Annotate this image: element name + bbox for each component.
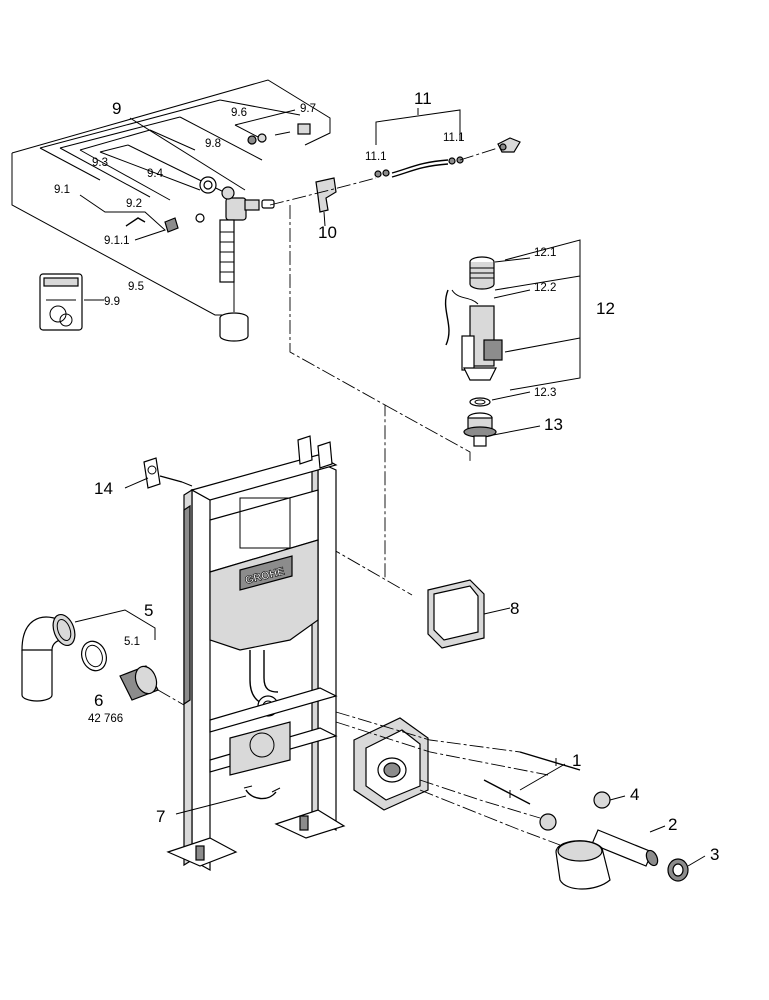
label-9: 9 bbox=[112, 99, 121, 118]
part-5-1-seal bbox=[81, 640, 107, 672]
part-4-caps bbox=[539, 791, 611, 831]
label-11-1-right: 11.1 bbox=[443, 132, 465, 144]
label-9-5: 9.5 bbox=[128, 281, 144, 293]
label-9-7: 9.7 bbox=[300, 103, 316, 115]
part-1-threaded-rods bbox=[483, 751, 581, 805]
pan-connector-block bbox=[353, 717, 429, 811]
part-3-seal bbox=[667, 858, 689, 882]
label-6: 6 bbox=[94, 691, 103, 710]
part-14-wall-bracket bbox=[143, 457, 193, 489]
label-5-1: 5.1 bbox=[124, 636, 140, 648]
label-8: 8 bbox=[510, 599, 519, 618]
pan-connector-sleeve bbox=[555, 840, 611, 890]
label-9-2: 9.2 bbox=[126, 198, 142, 210]
label-9-9: 9.9 bbox=[104, 296, 120, 308]
callout-labels: 9 9.7 9.6 9.8 9.3 9.4 9.1 9.2 9.1.1 9.5 … bbox=[54, 89, 719, 864]
label-5: 5 bbox=[144, 601, 153, 620]
label-6-code: 42 766 bbox=[88, 713, 123, 725]
label-9-1-1: 9.1.1 bbox=[104, 235, 130, 247]
label-9-1: 9.1 bbox=[54, 184, 70, 196]
label-12-3: 12.3 bbox=[534, 387, 556, 399]
label-9-4: 9.4 bbox=[147, 168, 164, 180]
part-8-inspection-cover bbox=[427, 579, 485, 649]
part-11-hose bbox=[374, 108, 521, 178]
label-11-1-left: 11.1 bbox=[365, 151, 387, 163]
label-10: 10 bbox=[318, 223, 337, 242]
label-7: 7 bbox=[156, 807, 165, 826]
part-2-pipe bbox=[591, 829, 659, 867]
fill-valve-group-9 bbox=[11, 79, 331, 342]
leader-lines bbox=[84, 117, 706, 867]
label-13: 13 bbox=[544, 415, 563, 434]
label-1: 1 bbox=[572, 751, 581, 770]
label-12-1: 12.1 bbox=[534, 247, 556, 259]
installation-frame: GROHE bbox=[166, 435, 346, 872]
label-11: 11 bbox=[414, 89, 432, 108]
part-6-connector bbox=[119, 665, 159, 701]
label-12: 12 bbox=[596, 299, 615, 318]
part-5-bend bbox=[21, 613, 76, 702]
label-2: 2 bbox=[668, 815, 677, 834]
label-14: 14 bbox=[94, 479, 113, 498]
part-13-valve-seat bbox=[463, 412, 497, 447]
part-12-flush-valve bbox=[444, 239, 581, 407]
part-10 bbox=[315, 177, 337, 213]
part-7-clamp bbox=[243, 785, 281, 800]
label-9-8: 9.8 bbox=[205, 138, 221, 150]
label-9-3: 9.3 bbox=[92, 157, 108, 169]
label-3: 3 bbox=[710, 845, 719, 864]
label-12-2: 12.2 bbox=[534, 282, 556, 294]
label-4: 4 bbox=[630, 785, 639, 804]
label-9-6: 9.6 bbox=[231, 107, 247, 119]
